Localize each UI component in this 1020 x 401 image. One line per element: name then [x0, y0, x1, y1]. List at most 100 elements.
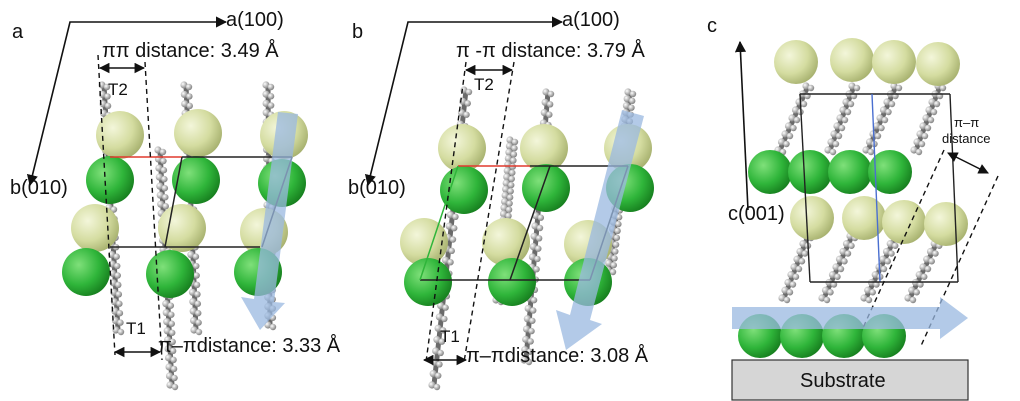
- atom: [781, 286, 789, 294]
- panel-b-letter: b: [352, 21, 363, 43]
- atom: [445, 222, 453, 230]
- atom: [841, 116, 849, 124]
- atom: [506, 200, 513, 207]
- atom: [505, 142, 514, 150]
- atom: [885, 108, 892, 116]
- atom: [435, 313, 443, 321]
- atom: [798, 258, 806, 265]
- atom: [792, 273, 800, 280]
- atom: [882, 247, 891, 256]
- atom: [448, 247, 455, 255]
- atom: [161, 175, 168, 183]
- light-sphere: [872, 40, 916, 84]
- atom: [924, 265, 932, 273]
- atom: [162, 203, 169, 210]
- atom: [909, 296, 917, 304]
- molecule-stack: [824, 82, 861, 156]
- atom: [262, 90, 270, 98]
- atom: [190, 326, 198, 334]
- atom: [262, 81, 270, 89]
- atom: [839, 247, 847, 256]
- atom: [890, 82, 898, 90]
- atom: [933, 100, 941, 108]
- atom: [193, 262, 200, 270]
- panel-c-axis: [734, 40, 749, 211]
- atom: [522, 325, 531, 333]
- atom: [883, 98, 891, 106]
- atom: [104, 102, 112, 110]
- green-sphere: [488, 258, 536, 306]
- atom: [104, 93, 111, 100]
- atom: [628, 104, 635, 111]
- atom: [438, 338, 446, 345]
- panel-b-t1-label: T1: [440, 327, 460, 346]
- atom: [502, 179, 510, 187]
- atom: [193, 281, 201, 289]
- atom: [784, 278, 792, 287]
- atom: [446, 211, 455, 219]
- atom: [799, 240, 807, 248]
- atom: [848, 82, 856, 90]
- atom: [837, 265, 845, 273]
- atom: [156, 182, 164, 190]
- atom: [924, 124, 932, 132]
- atom: [535, 235, 543, 242]
- atom: [790, 124, 797, 132]
- atom: [160, 166, 168, 174]
- panel-a-top-distance: ππ distance: 3.49 Å: [102, 39, 279, 62]
- atom: [879, 255, 887, 263]
- atom: [786, 289, 794, 296]
- atom: [522, 335, 530, 343]
- atom: [505, 148, 513, 156]
- atom: [506, 136, 514, 144]
- atom: [919, 263, 927, 271]
- atom: [114, 262, 121, 270]
- atom: [848, 242, 855, 249]
- atom: [114, 272, 121, 279]
- atom: [433, 383, 441, 391]
- atom: [193, 272, 200, 279]
- atom: [818, 294, 826, 302]
- panel-c-substrate: [731, 359, 969, 401]
- panel-c-letter: c: [707, 15, 717, 37]
- atom: [867, 148, 875, 156]
- atom: [878, 124, 885, 132]
- panel-a-direction-arrow: [241, 112, 298, 330]
- atom: [536, 224, 544, 232]
- green-sphere: [172, 156, 220, 204]
- atom: [435, 372, 442, 379]
- atom: [915, 148, 923, 156]
- atom: [432, 347, 440, 355]
- atom: [437, 349, 444, 357]
- atom: [921, 273, 928, 280]
- atom: [530, 232, 538, 240]
- atom: [839, 106, 847, 114]
- panel-c-axis-c-label: c(001): [728, 203, 785, 225]
- atom: [510, 151, 518, 158]
- panel-a-dashed-guides: [97, 54, 163, 361]
- panel-a-t2-label: T2: [108, 80, 128, 99]
- atom: [791, 106, 800, 114]
- atom: [622, 102, 631, 110]
- panel-c-direction-arrow: [732, 297, 968, 339]
- atom: [788, 114, 796, 122]
- atom: [841, 258, 848, 265]
- panel-b-axis-b-label: b(010): [348, 177, 406, 199]
- green-sphere: [404, 258, 452, 306]
- atom: [880, 265, 888, 273]
- green-sphere: [828, 150, 872, 194]
- atom: [186, 102, 193, 110]
- atom: [441, 256, 450, 264]
- atom: [165, 372, 174, 380]
- atom: [189, 307, 197, 315]
- atom: [801, 250, 809, 257]
- atom: [429, 370, 437, 378]
- atom: [611, 255, 618, 262]
- atom: [823, 296, 831, 304]
- panel-b-bottom-distance: π–πdistance: 3.08 Å: [466, 344, 649, 367]
- molecule-stack: [774, 82, 815, 156]
- atom: [888, 100, 896, 108]
- panel-c: c c(001) π–π distance Substrate: [707, 15, 999, 401]
- atom: [111, 316, 120, 325]
- atom: [834, 273, 841, 280]
